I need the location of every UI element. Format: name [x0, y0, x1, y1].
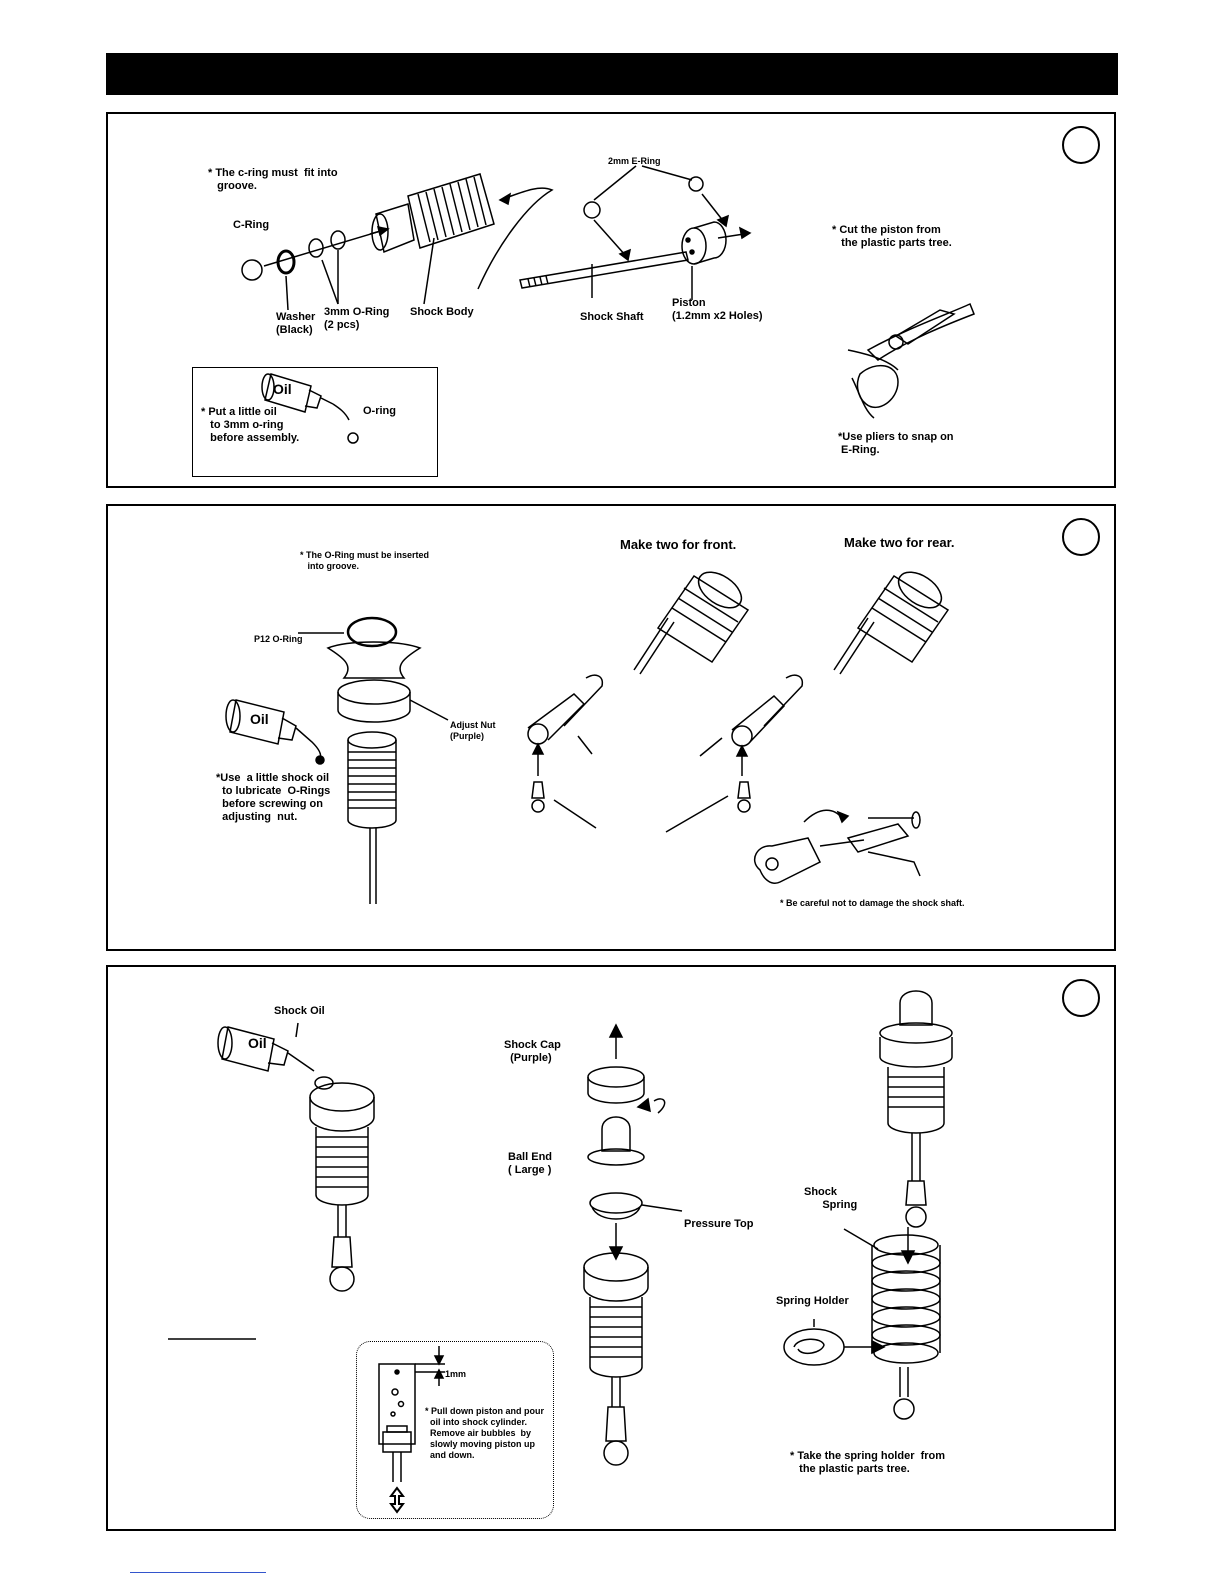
step-number-circle	[1062, 518, 1100, 556]
label-shock-oil: Shock Oil	[274, 1005, 325, 1017]
label-shock-shaft: Shock Shaft	[580, 311, 644, 323]
label-piston: Piston (1.2mm x2 Holes)	[672, 297, 763, 322]
shock-spring-part	[843, 1227, 941, 1420]
label-spring-holder: Spring Holder	[776, 1295, 849, 1307]
pliers-illustration	[847, 302, 975, 419]
oil-bottle-label: Oil	[250, 711, 269, 727]
note-o-ring-groove: * The O-Ring must be inserted into groov…	[300, 550, 430, 571]
spring-shock-assembly	[879, 990, 953, 1228]
shock-parts-exploded-diagram	[241, 165, 975, 419]
adjust-nut-top-part	[326, 641, 422, 679]
shock-body-part	[583, 1252, 649, 1466]
oil-bottle-label: Oil	[248, 1035, 267, 1051]
label-p12-o-ring: P12 O-Ring	[254, 634, 303, 644]
washer-part	[276, 249, 296, 275]
note-bleed-air-bubbles: * Pull down piston and pour oil into sho…	[425, 1406, 544, 1460]
step-panel-1: * The c-ring must fit into groove. C-Rin…	[106, 112, 1116, 488]
label-pressure-top: Pressure Top	[684, 1218, 754, 1230]
label-shock-spring: Shock Spring	[804, 1186, 858, 1211]
shock-shaft-part	[519, 251, 689, 289]
note-careful-shock-shaft: * Be careful not to damage the shock sha…	[780, 898, 965, 908]
spring-holder-part	[783, 1319, 886, 1366]
label-adjust-nut: Adjust Nut (Purple)	[450, 720, 496, 741]
oil-bottle-illustration	[217, 1026, 334, 1090]
shock-cylinder-part	[309, 1082, 375, 1292]
note-cut-piston: * Cut the piston from the plastic parts …	[832, 224, 952, 249]
oil-bottle-label: Oil	[273, 381, 292, 397]
note-pliers: *Use pliers to snap on E-Ring.	[838, 431, 954, 456]
front-shock-assembly	[527, 571, 750, 829]
e-ring-part-2	[688, 176, 704, 192]
footer-link-underline	[130, 1572, 266, 1573]
adjust-nut-assembly-diagram	[225, 571, 950, 904]
label-ball-end: Ball End ( Large )	[508, 1151, 553, 1176]
e-ring-part-1	[583, 201, 601, 219]
label-o-ring: O-ring	[363, 405, 396, 417]
c-ring-part	[241, 259, 263, 281]
label-e-ring: 2mm E-Ring	[608, 156, 661, 166]
label-1mm: 1mm	[445, 1369, 467, 1379]
shock-cap-part	[587, 1023, 645, 1104]
step-number-circle	[1062, 979, 1100, 1017]
heading-make-two-front: Make two for front.	[620, 537, 737, 552]
note-spring-holder: * Take the spring holder from the plasti…	[790, 1450, 946, 1475]
p12-o-ring-part	[346, 616, 398, 648]
step-panel-2: * The O-Ring must be inserted into groov…	[106, 504, 1116, 951]
note-oil-o-ring: * Put a little oil to 3mm o-ring before …	[201, 406, 300, 444]
o-ring-part-1	[308, 238, 324, 258]
bleeding-tip-box: 1mm * Pull down piston and pour oil into…	[356, 1341, 554, 1519]
adjust-nut-part	[337, 679, 411, 705]
rear-shock-assembly	[665, 571, 950, 833]
step-number-circle	[1062, 126, 1100, 164]
shock-body-part	[371, 173, 495, 254]
oil-fill-and-spring-diagram	[168, 990, 953, 1466]
pressure-top-part	[589, 1192, 683, 1261]
label-shock-body: Shock Body	[410, 306, 474, 318]
note-lubricate-o-rings: *Use a little shock oil to lubricate O-R…	[216, 772, 331, 823]
ball-end-part	[587, 1116, 645, 1166]
heading-make-two-rear: Make two for rear.	[844, 535, 955, 550]
shock-body-part	[347, 731, 397, 904]
label-washer: Washer (Black)	[276, 311, 316, 336]
oil-bottle-illustration	[225, 699, 325, 765]
step-panel-3: Shock Oil Oil Shock Cap (Purple) Ball En…	[106, 965, 1116, 1531]
label-shock-cap: Shock Cap (Purple)	[504, 1039, 561, 1064]
note-c-ring-groove: * The c-ring must fit into groove.	[208, 167, 338, 192]
piston-part	[681, 221, 727, 265]
o-ring-part-2	[330, 230, 346, 250]
label-3mm-o-ring: 3mm O-Ring (2 pcs)	[324, 306, 390, 331]
header-bar	[106, 53, 1118, 95]
label-c-ring: C-Ring	[233, 219, 270, 231]
ball-end-pliers-illustration	[754, 809, 921, 884]
oil-bottle-illustration	[261, 373, 359, 444]
piston-bleeding-illustration	[378, 1346, 445, 1514]
oil-tip-box: Oil * Put a little oil to 3mm o-ring bef…	[192, 367, 438, 477]
